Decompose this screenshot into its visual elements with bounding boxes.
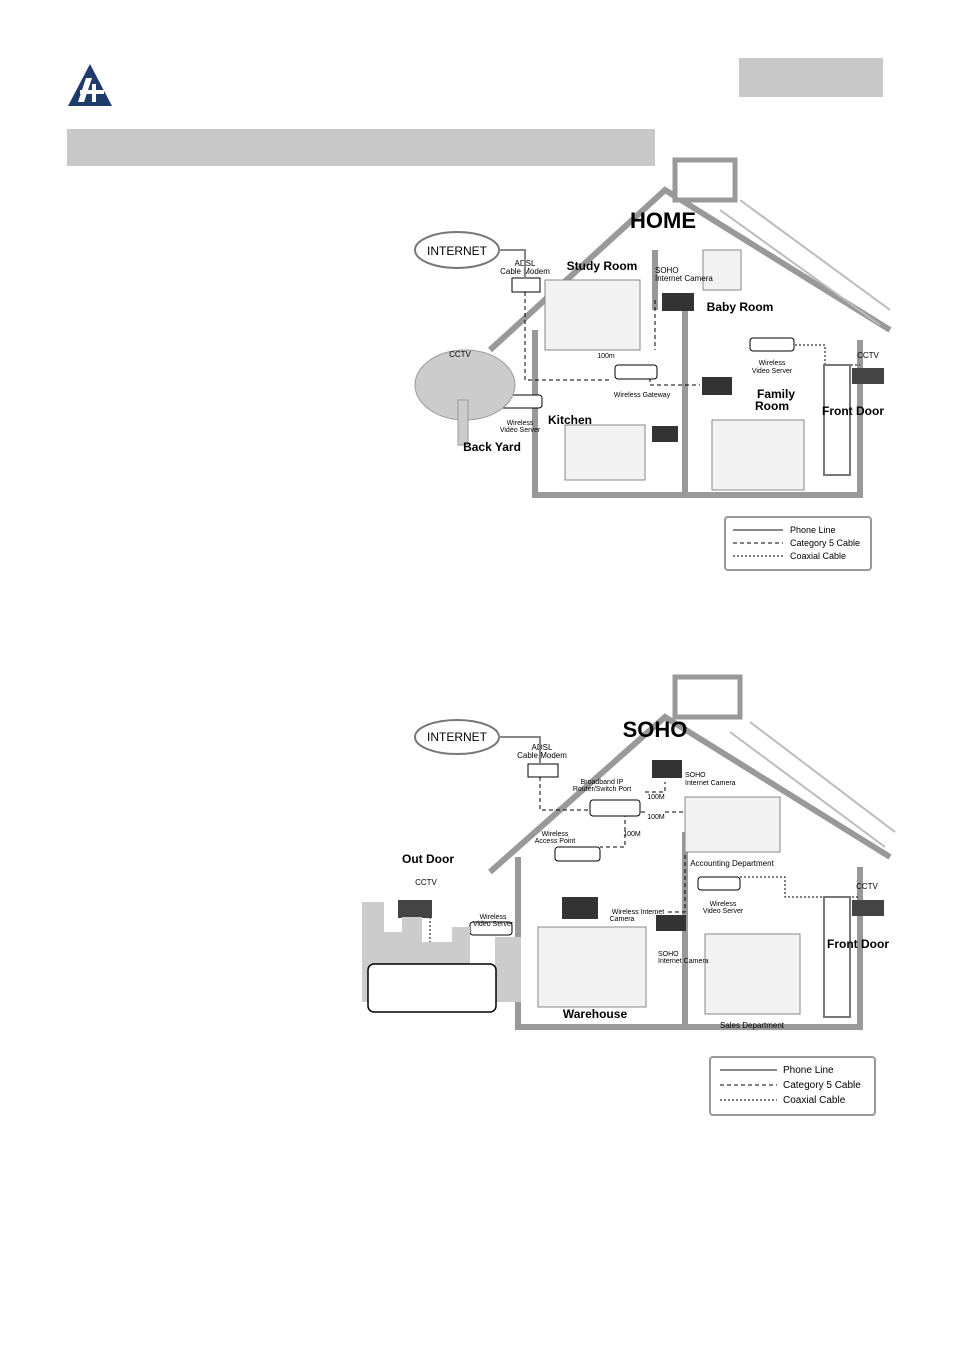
legend-phone-label: Phone Line <box>790 525 836 535</box>
cctv-left-label: CCTV <box>449 350 471 359</box>
front-door-label: Front Door <box>827 937 889 951</box>
cctv-left-icon <box>398 900 432 918</box>
soho-cam-top-label-2: Internet Camera <box>685 780 736 787</box>
accounting-illustration <box>684 796 781 853</box>
baby-room-label: Baby Room <box>707 300 774 314</box>
family-room-illustration <box>711 419 805 491</box>
internet-label: INTERNET <box>427 244 488 258</box>
home-network-diagram: INTERNET ADSL Cable Modem HOME Study Roo… <box>414 157 892 571</box>
cctv-left-label: CCTV <box>415 878 437 887</box>
wireless-video-server-right-icon <box>749 337 795 352</box>
study-room-illustration <box>544 279 641 351</box>
speed-label-b: 100M <box>647 814 665 821</box>
front-door <box>823 896 851 1018</box>
kitchen-illustration <box>564 424 646 481</box>
home-title: HOME <box>630 208 696 233</box>
wvs-left-label-1: Wireless <box>507 420 534 427</box>
soho-camera-bottom-icon <box>656 915 686 931</box>
cctv-right-label: CCTV <box>856 882 878 891</box>
soho-network-diagram: INTERNET ADSL Cable Modem SOHO Broadband… <box>362 674 896 1116</box>
ap-label-1: Wireless <box>542 831 569 838</box>
front-door <box>823 364 851 476</box>
tree-illustration <box>414 349 516 446</box>
soho-cam-label-1: SOHO <box>655 266 679 275</box>
family-room-label-2: Room <box>755 399 789 413</box>
cctv-right-icon <box>852 900 884 916</box>
wireless-video-server-right-icon <box>697 876 741 891</box>
wic-label-1: Wireless Internet <box>612 909 665 916</box>
chimney <box>672 157 738 203</box>
legend-cat5-label: Category 5 Cable <box>790 538 860 548</box>
legend-coax-label: Coaxial Cable <box>783 1095 846 1106</box>
soho-title: SOHO <box>623 717 688 742</box>
study-room-label: Study Room <box>567 259 638 273</box>
wireless-gateway-icon <box>614 364 658 380</box>
phone-line <box>498 736 541 764</box>
router-label-2: Router/Switch Port <box>573 786 631 793</box>
soho-camera-top-icon <box>652 760 682 778</box>
wvs-right-label-2: Video Server <box>752 368 793 375</box>
accounting-label: Accounting Department <box>690 859 774 868</box>
adsl-label-1: ADSL <box>532 743 553 752</box>
soho-cam-top-label-1: SOHO <box>685 772 706 779</box>
company-logo <box>68 64 112 106</box>
roof-shingles <box>729 721 896 848</box>
warehouse-illustration <box>537 926 647 1008</box>
chimney <box>672 674 743 720</box>
router-icon <box>589 799 641 817</box>
adsl-modem-icon <box>511 277 541 293</box>
wireless-internet-camera-icon <box>562 897 598 919</box>
wvs-left-label-1: Wireless <box>480 914 507 921</box>
home-legend: Phone Line Category 5 Cable Coaxial Cabl… <box>724 516 872 571</box>
soho-cam-label-2: Internet Camera <box>655 274 713 283</box>
front-door-label: Front Door <box>822 404 884 418</box>
ap-label-2: Access Point <box>535 838 576 845</box>
wic-label-2: Camera <box>610 916 635 923</box>
speed-label: 100m <box>597 353 615 360</box>
kitchen-label: Kitchen <box>548 413 592 427</box>
family-camera-icon <box>702 377 732 395</box>
phone-line <box>498 249 526 278</box>
wvs-right-label-1: Wireless <box>759 360 786 367</box>
back-yard-label: Back Yard <box>463 440 521 454</box>
coax-cable <box>795 344 860 366</box>
soho-camera-icon <box>662 293 694 311</box>
access-point-icon <box>554 846 601 862</box>
legend-phone-label: Phone Line <box>783 1065 834 1076</box>
van-illustration <box>367 963 497 1013</box>
speed-label-a: 100M <box>647 794 665 801</box>
out-door-label: Out Door <box>402 852 454 866</box>
family-room-label-1: Family <box>757 387 795 401</box>
coax-cable <box>740 876 860 898</box>
soho-cam-bottom-label-1: SOHO <box>658 951 679 958</box>
wvs-left-label-2: Video Server <box>500 427 541 434</box>
adsl-label-2: Cable Modem <box>517 751 567 760</box>
wvs-right-label-2: Video Server <box>703 908 744 915</box>
wvs-left-label-2: Video Server <box>473 921 514 928</box>
kitchen-camera-icon <box>652 426 678 442</box>
wireless-gateway-label: Wireless Gateway <box>614 392 671 399</box>
router-label-1: Broadband IP <box>581 779 624 786</box>
page-tag-box <box>739 58 883 97</box>
legend-cat5-label: Category 5 Cable <box>783 1080 861 1091</box>
warehouse-label: Warehouse <box>563 1007 628 1021</box>
sales-label: Sales Department <box>720 1021 785 1030</box>
adsl-modem-icon <box>527 763 559 778</box>
legend-coax-label: Coaxial Cable <box>790 551 846 561</box>
baby-illustration <box>702 249 742 291</box>
cctv-right-label: CCTV <box>857 351 879 360</box>
soho-legend: Phone Line Category 5 Cable Coaxial Cabl… <box>709 1056 876 1116</box>
section-header-bar <box>67 129 655 166</box>
internet-label: INTERNET <box>427 730 488 744</box>
sales-illustration <box>704 933 801 1015</box>
speed-label-c: 100M <box>623 831 641 838</box>
wvs-right-label-1: Wireless <box>710 901 737 908</box>
roof-shingles <box>719 199 891 326</box>
soho-cam-bottom-label-2: Internet Camera <box>658 958 709 965</box>
cctv-right-icon <box>852 368 884 384</box>
